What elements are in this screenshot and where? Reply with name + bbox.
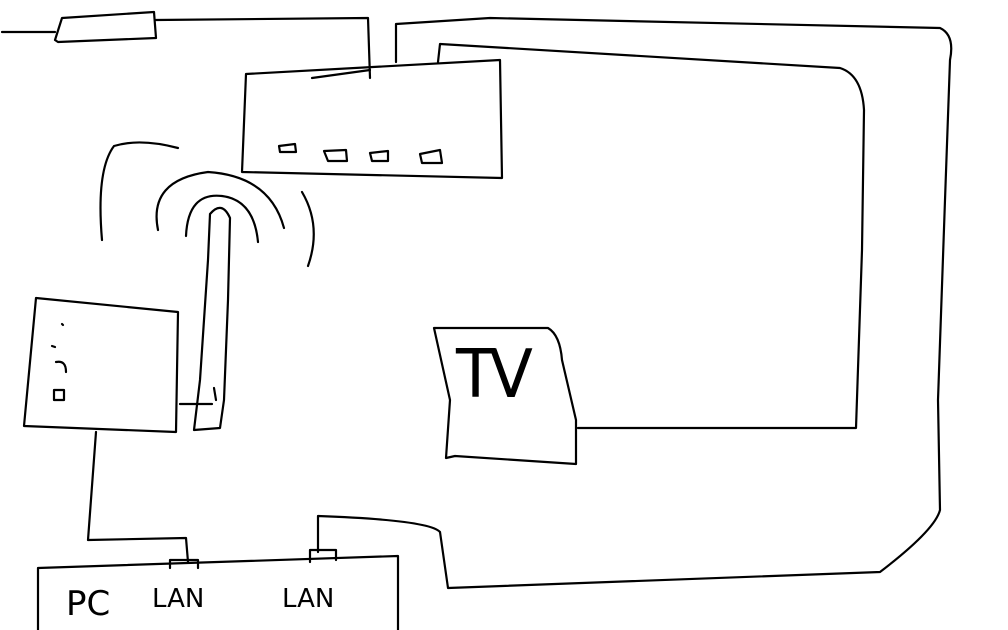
- cable-adapter-to-pc: [86, 430, 190, 564]
- modem-cable-stub: [310, 68, 372, 80]
- adapter-led-3: [54, 360, 68, 374]
- pc-box: [36, 554, 400, 630]
- tv-box: [432, 326, 578, 466]
- adapter-led-dot-1: [60, 322, 65, 327]
- adapter-led-dot-2: [50, 344, 57, 349]
- adapter-led-4: [52, 388, 66, 402]
- pc-label: PC: [66, 584, 111, 624]
- tv-label: TV: [456, 336, 533, 414]
- modem-led-2: [322, 148, 349, 163]
- inline-filter: [53, 10, 158, 44]
- antenna-connector: [178, 386, 218, 406]
- wifi-arc-right: [300, 190, 315, 268]
- wifi-antenna: [192, 206, 232, 432]
- lan-label-left: LAN: [152, 584, 205, 614]
- cable-modem-to-tv: [436, 42, 866, 430]
- lan-label-right: LAN: [282, 584, 335, 614]
- lan-port-left: [168, 558, 200, 570]
- cable-filter-to-modem: [154, 16, 372, 80]
- modem-box: [240, 58, 504, 180]
- wifi-adapter-box: [22, 296, 180, 434]
- wifi-arc-middle: [155, 170, 286, 232]
- cable-modem-to-pc-outer: [316, 16, 953, 590]
- modem-led-1: [277, 142, 298, 154]
- wifi-arc-outer: [99, 141, 180, 242]
- lan-port-right: [308, 548, 338, 564]
- modem-led-3: [368, 149, 390, 163]
- wifi-arc-inner: [184, 194, 260, 244]
- modem-led-4: [418, 148, 444, 165]
